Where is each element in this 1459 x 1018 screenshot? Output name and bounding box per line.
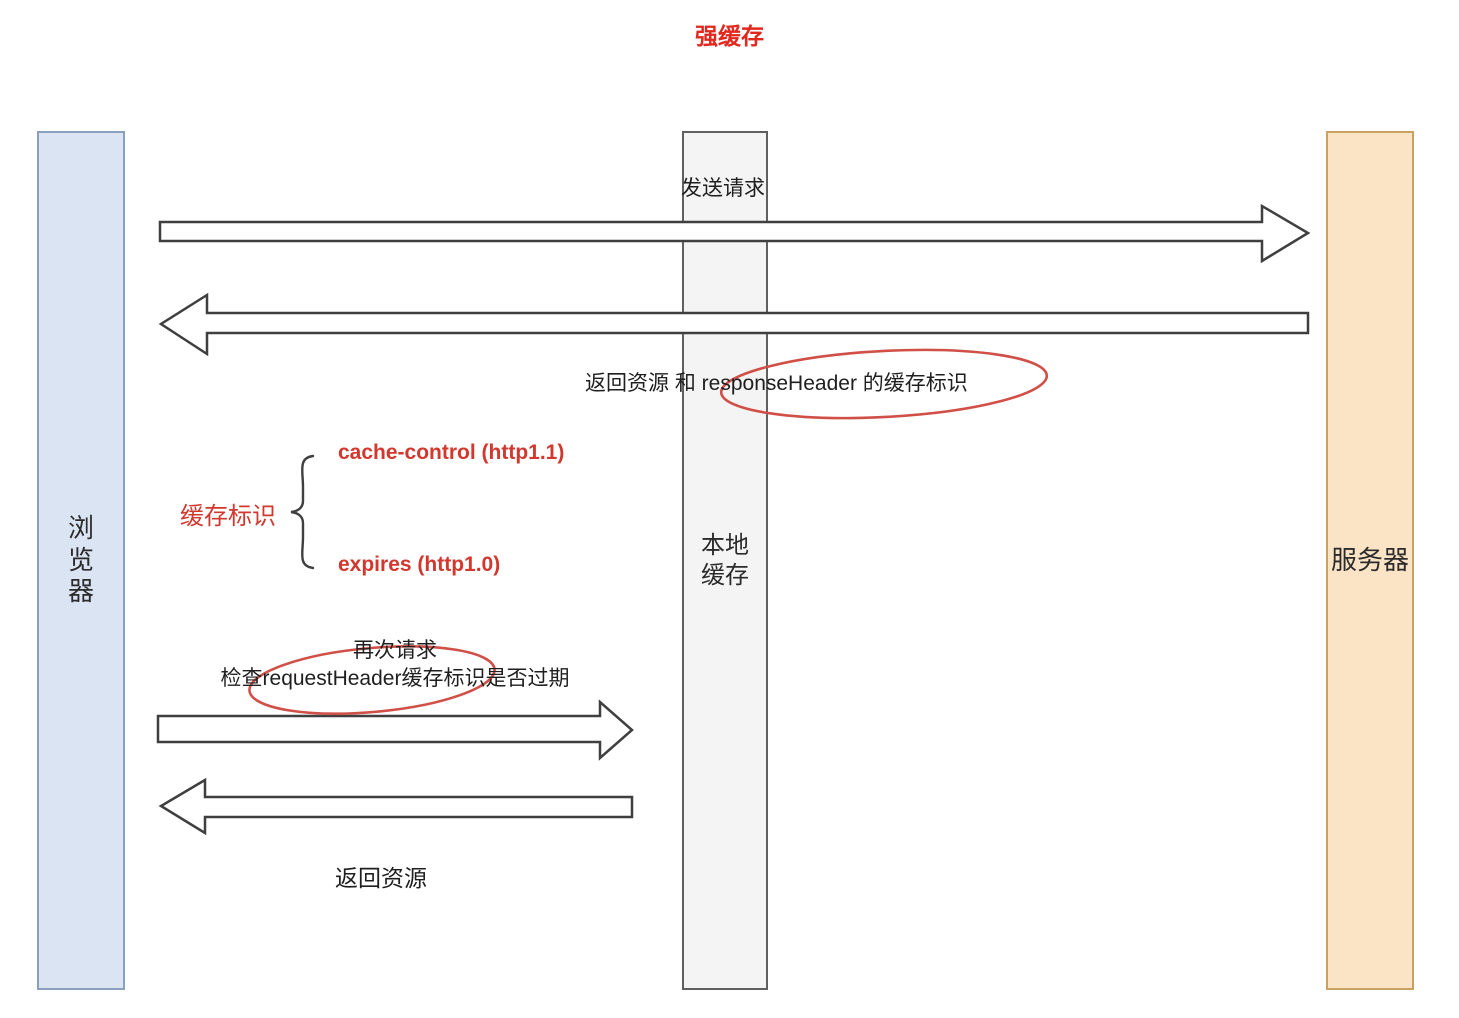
cache-control-item-label: cache-control (http1.1) [338, 441, 565, 464]
local-cache-lane: 本地 缓存 [682, 131, 768, 990]
send-request-arrow [158, 203, 1311, 264]
again-request-line1: 再次请求 [353, 639, 437, 662]
server-lane-label: 服务器 [1330, 544, 1409, 575]
return-resource-header-label: 返回资源 和 responseHeader 的缓存标识 [585, 372, 968, 395]
return-resource-arrow [158, 292, 1310, 357]
return-resource-bottom-label: 返回资源 [335, 865, 427, 891]
again-request-arrow [156, 699, 634, 761]
diagram-title: 强缓存 [695, 23, 764, 49]
again-request-block: 再次请求 检查requestHeader缓存标识是否过期 [175, 637, 615, 692]
cache-tag-label: 缓存标识 [180, 503, 276, 530]
browser-lane-label: 浏 览 器 [67, 512, 94, 607]
again-request-line2: 检查requestHeader缓存标识是否过期 [220, 666, 570, 690]
browser-lane: 浏 览 器 [37, 131, 125, 990]
return-from-cache-arrow [158, 777, 634, 836]
response-header-highlight-ellipse [719, 348, 1049, 420]
expires-item-label: expires (http1.0) [338, 553, 501, 576]
local-cache-lane-label: 本地 缓存 [701, 532, 749, 589]
cache-tag-brace [290, 454, 315, 570]
request-header-highlight-ellipse [248, 645, 496, 715]
send-request-label: 发送请求 [681, 177, 765, 200]
server-lane: 服务器 [1326, 131, 1414, 990]
